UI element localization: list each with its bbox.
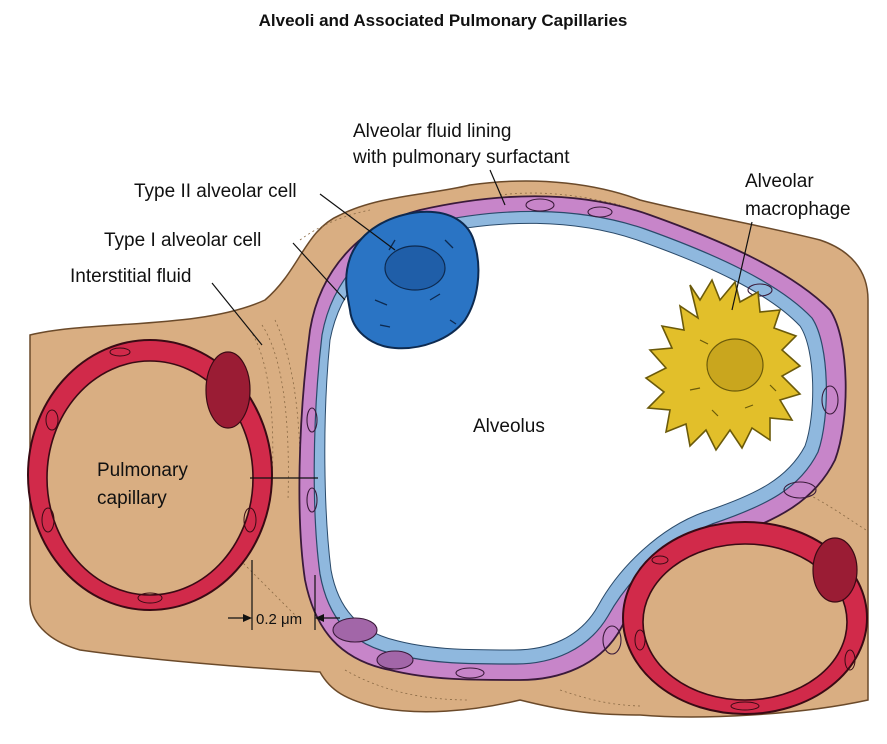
label-macrophage-line2: macrophage bbox=[745, 199, 851, 220]
diagram-title: Alveoli and Associated Pulmonary Capilla… bbox=[259, 11, 628, 30]
pulmonary-capillary-right bbox=[622, 521, 868, 715]
alveolar-wall-texture bbox=[306, 198, 839, 679]
tissue-texture bbox=[239, 192, 867, 707]
label-capillary-line1: Pulmonary bbox=[97, 460, 188, 481]
label-type-i-cell: Type I alveolar cell bbox=[104, 230, 261, 251]
pulmonary-capillary-left bbox=[27, 339, 273, 611]
label-surfactant-line1: Alveolar fluid lining bbox=[353, 121, 511, 142]
label-surfactant-line2: with pulmonary surfactant bbox=[352, 147, 570, 168]
label-distance: 0.2 μm bbox=[256, 611, 302, 628]
label-alveolus: Alveolus bbox=[473, 416, 545, 437]
alveolar-macrophage bbox=[644, 278, 802, 452]
label-type-ii-cell: Type II alveolar cell bbox=[134, 181, 297, 202]
label-capillary-line2: capillary bbox=[97, 488, 167, 509]
label-interstitial-fluid: Interstitial fluid bbox=[70, 266, 191, 287]
label-macrophage-line1: Alveolar bbox=[745, 171, 814, 192]
type-ii-alveolar-cell bbox=[345, 210, 480, 350]
leader-lines bbox=[211, 169, 753, 479]
distance-marker bbox=[228, 560, 340, 630]
